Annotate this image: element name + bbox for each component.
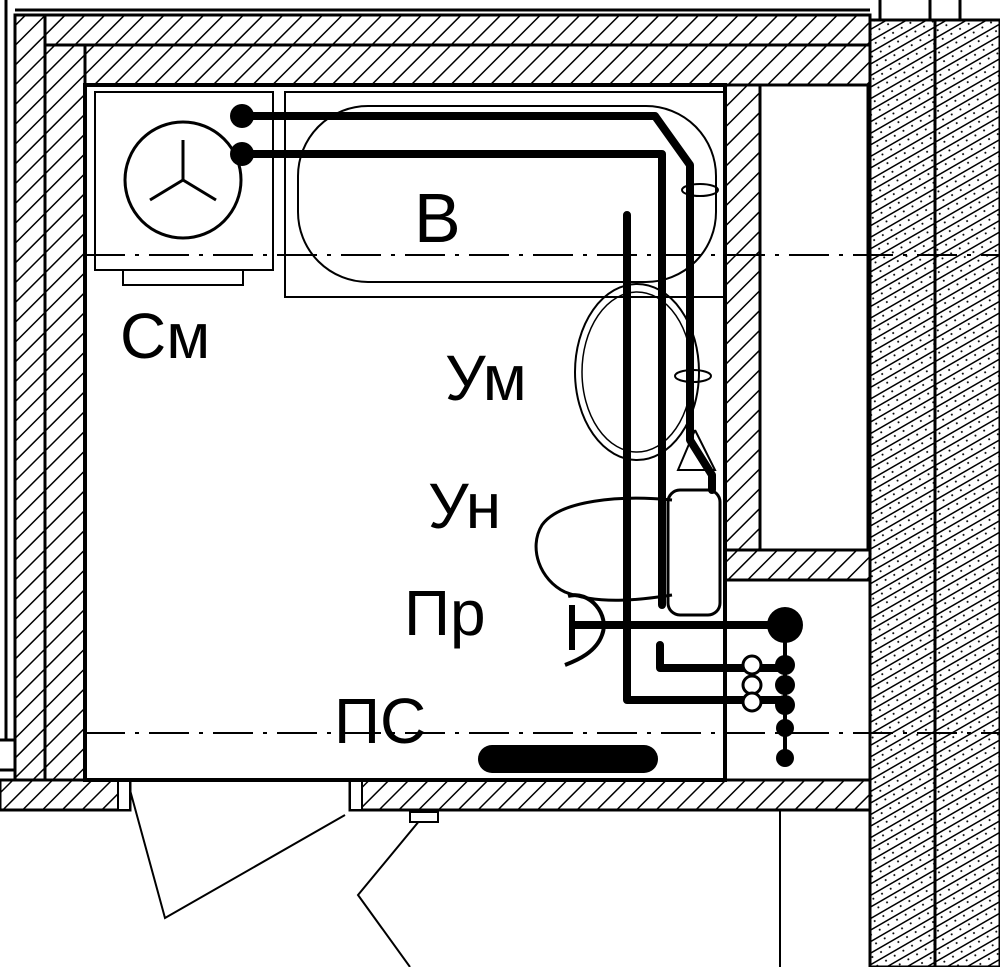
bathtub-outer bbox=[284, 91, 726, 298]
niche bbox=[758, 83, 870, 552]
wall-niche-bottom bbox=[723, 548, 872, 582]
water-pipes bbox=[230, 104, 803, 767]
pipe-hot bbox=[238, 150, 666, 609]
pipe-lower bbox=[656, 641, 789, 672]
toilet-label: Ун bbox=[428, 470, 501, 542]
towel-rail-body bbox=[478, 745, 658, 773]
towel-rail-label: ПС bbox=[334, 685, 426, 757]
washing-machine: См bbox=[94, 91, 274, 372]
wall-bottom-right bbox=[348, 778, 872, 812]
bidet: Пр bbox=[404, 577, 606, 667]
wall-top-inner bbox=[43, 43, 872, 87]
pipe-riser bbox=[623, 211, 789, 704]
room-outline bbox=[83, 83, 727, 782]
heated-towel-rail: ПС bbox=[334, 685, 658, 773]
toilet-bowl bbox=[534, 496, 673, 602]
wall-right-outer bbox=[868, 18, 937, 967]
axis-lines bbox=[85, 254, 1000, 734]
door-swing bbox=[129, 789, 439, 967]
bathtub: В bbox=[284, 91, 726, 298]
wall-bottom-left bbox=[0, 778, 132, 812]
wall-left-outer bbox=[13, 13, 47, 787]
washer-label: См bbox=[120, 300, 210, 372]
washer-door-panel bbox=[122, 269, 244, 286]
toilet-cistern bbox=[666, 488, 722, 617]
wall-top-outer bbox=[13, 13, 872, 47]
toilet: Ун bbox=[428, 429, 722, 617]
bathtub-inner bbox=[297, 105, 717, 283]
washbasin: Ум bbox=[445, 283, 712, 461]
pipe-cold bbox=[238, 112, 716, 494]
washbasin-label: Ум bbox=[445, 342, 527, 414]
washer-icon bbox=[123, 120, 243, 240]
wall-left-inner bbox=[43, 43, 87, 787]
bathtub-label: В bbox=[414, 179, 461, 257]
washbasin-bowl bbox=[574, 283, 700, 461]
wall-right-outer-2 bbox=[933, 18, 1000, 967]
bidet-label: Пр bbox=[404, 577, 486, 649]
wall-right-partition bbox=[723, 83, 762, 582]
